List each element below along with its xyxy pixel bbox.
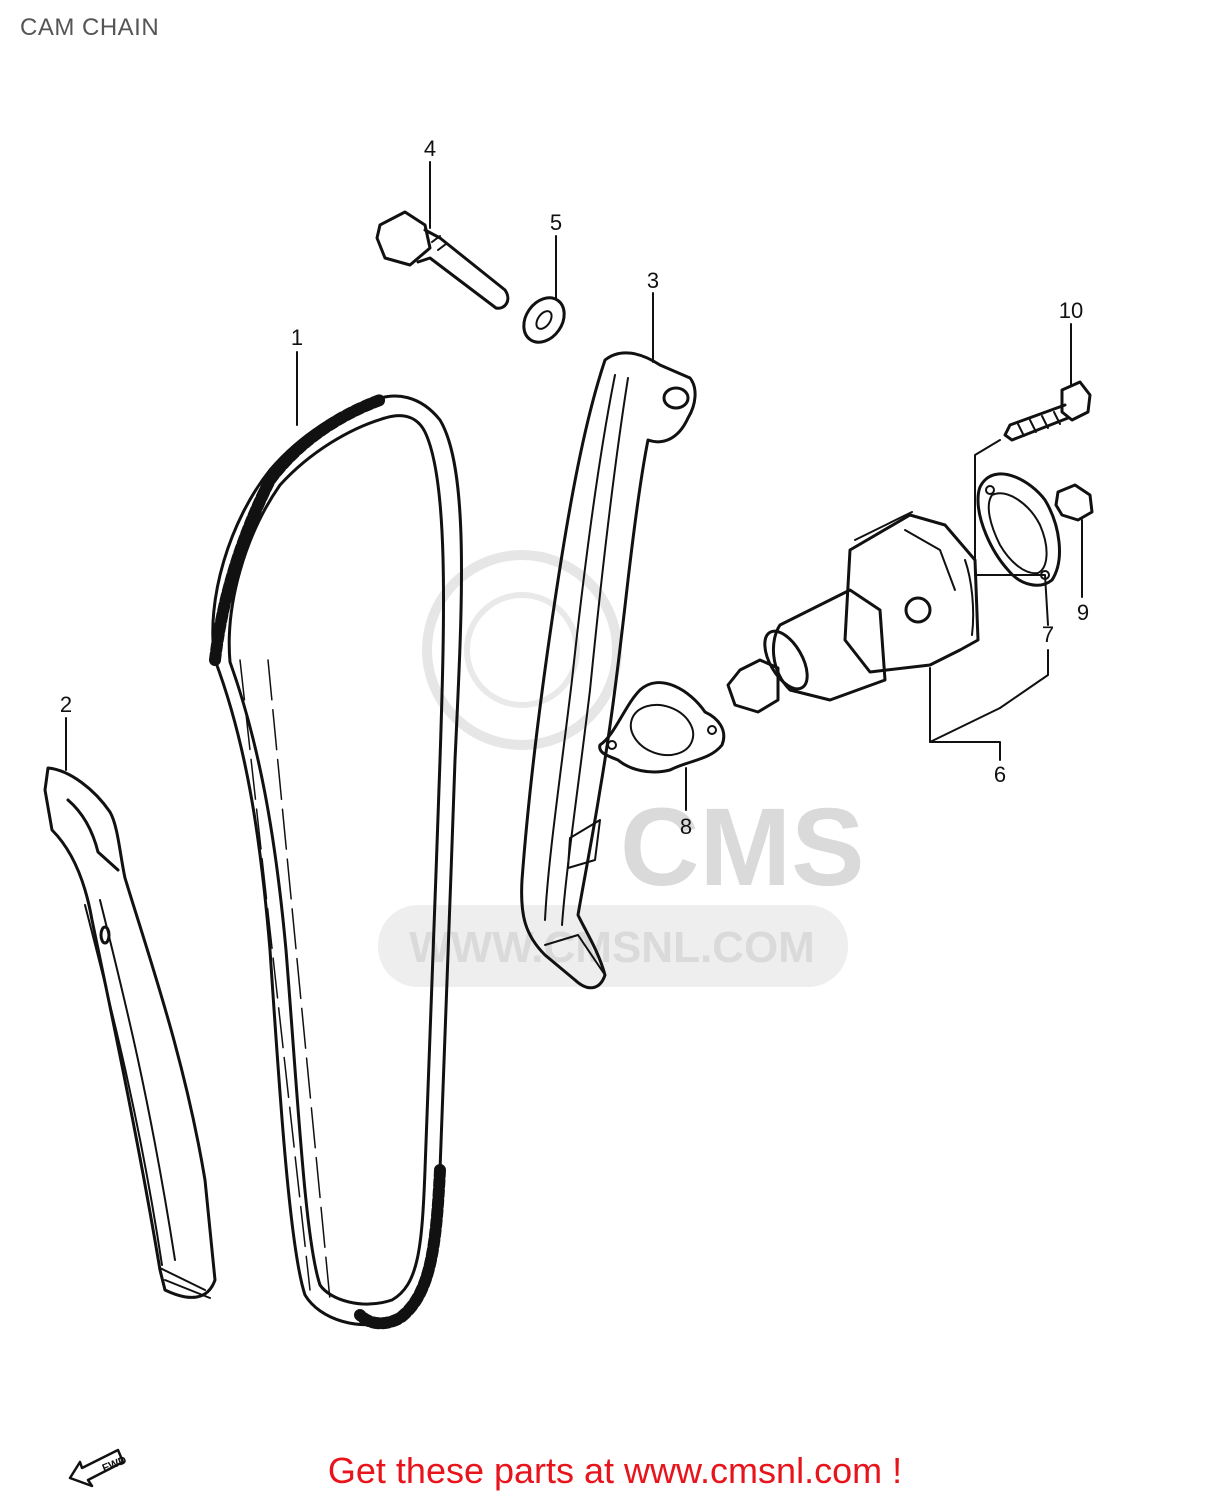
callout-3: 3 <box>647 268 659 293</box>
promo-link[interactable]: Get these parts at www.cmsnl.com ! <box>0 1450 1222 1492</box>
cmsnl-watermark: CMS WWW.CMSNL.COM <box>378 550 864 987</box>
callout-2: 2 <box>60 692 72 717</box>
tensioner-assembly-no-6 <box>726 511 980 714</box>
gasket-no-8 <box>598 681 726 774</box>
watermark-url: WWW.CMSNL.COM <box>409 923 815 972</box>
plug-no-9 <box>1054 483 1094 522</box>
callout-5: 5 <box>550 210 562 235</box>
callout-4: 4 <box>424 136 436 161</box>
callout-numbers: 1 2 3 4 5 6 7 8 9 10 <box>60 136 1089 839</box>
forward-arrow-icon <box>68 1448 125 1488</box>
diagram-title: CAM CHAIN <box>20 14 160 41</box>
screw-no-10 <box>1003 380 1092 442</box>
callout-6: 6 <box>994 762 1006 787</box>
chain-guide-no-2 <box>43 766 217 1299</box>
washer-no-5 <box>522 296 566 344</box>
callout-1: 1 <box>291 325 303 350</box>
callout-leader-lines <box>65 161 1083 811</box>
callout-8: 8 <box>680 814 692 839</box>
promo-text[interactable]: Get these parts at www.cmsnl.com ! <box>327 1450 903 1491</box>
cam-chain <box>209 394 463 1330</box>
watermark-brand: CMS <box>620 786 864 909</box>
gasket-no-7 <box>976 472 1061 587</box>
chain-tensioner-arm-no-3 <box>520 351 697 990</box>
callout-10: 10 <box>1059 298 1083 323</box>
pivot-bolt-no-4 <box>375 210 510 310</box>
callout-9: 9 <box>1077 600 1089 625</box>
callout-7: 7 <box>1042 622 1054 647</box>
